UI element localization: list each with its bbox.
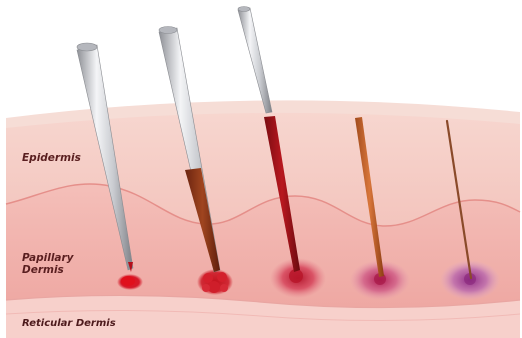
reticular-dermis-label: Reticular Dermis [22,318,116,330]
ink-spread-1 [117,274,143,290]
epidermis-label: Epidermis [22,152,81,164]
papillary-dermis-label: Papillary Dermis [22,252,74,276]
papillary-dermis-label-line1: Papillary [22,252,74,264]
papillary-dermis-label-line2: Dermis [22,264,74,276]
ink-spread-2 [197,269,233,295]
